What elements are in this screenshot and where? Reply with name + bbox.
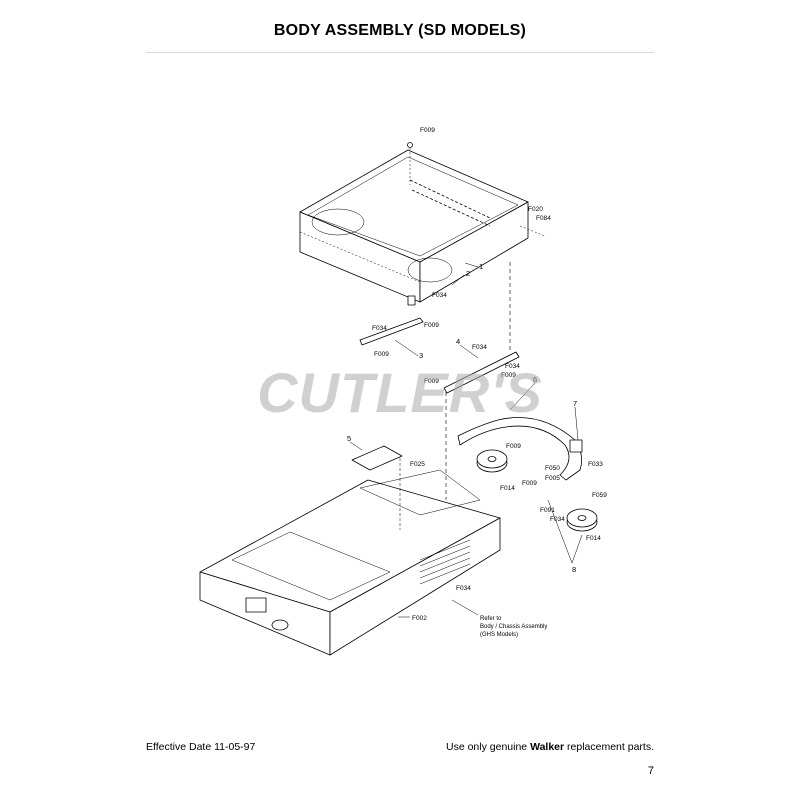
- callout-f034-e: F034: [550, 516, 565, 523]
- pulley-drawing-2: [566, 508, 598, 532]
- effective-date: Effective Date 11-05-97: [146, 741, 256, 753]
- parts-notice: Use only genuine Walker replacement part…: [446, 741, 654, 753]
- callout-f009-e: F009: [424, 378, 439, 385]
- callout-f034-a: F034: [432, 292, 447, 299]
- callout-f091: F091: [540, 507, 555, 514]
- callout-f020: F020: [528, 206, 543, 213]
- bumper-drawing: [407, 295, 416, 306]
- callout-f025: F025: [410, 461, 425, 468]
- bracket-left-drawing: [359, 317, 424, 346]
- callout-part-8: 8: [572, 565, 576, 574]
- page-number: 7: [647, 765, 654, 777]
- parts-notice-suffix: replacement parts.: [564, 741, 654, 753]
- callout-f033: F033: [588, 461, 603, 468]
- chassis-body-drawing: [199, 458, 501, 656]
- callout-f009-b: F009: [424, 322, 439, 329]
- cover-plate-drawing: [351, 445, 403, 471]
- callout-f034-f: F034: [456, 585, 471, 592]
- callout-part-4: 4: [456, 337, 460, 346]
- title-divider: [146, 52, 654, 53]
- callout-f005: F005: [545, 475, 560, 482]
- callout-f009-g: F009: [522, 480, 537, 487]
- page-title: BODY ASSEMBLY (SD MODELS): [273, 22, 527, 39]
- pulley-drawing-1: [476, 449, 508, 473]
- callout-f002: F002: [412, 615, 427, 622]
- bracket-right-drawing: [443, 351, 520, 394]
- belt-guard-drawing: [457, 417, 583, 481]
- reference-note-line-2: Body / Chassis Assembly: [480, 624, 547, 630]
- catcher-box-drawing: [299, 142, 546, 303]
- watermark-logo: CUTLER'S: [257, 361, 543, 424]
- callout-f009-c: F009: [374, 351, 389, 358]
- callout-f059: F059: [592, 492, 607, 499]
- callout-f014-b: F014: [586, 535, 601, 542]
- callout-part-3: 3: [419, 351, 423, 360]
- callout-f034-b: F034: [372, 325, 387, 332]
- reference-note-line-1: Refer to: [480, 616, 502, 622]
- callout-part-2: 2: [466, 269, 470, 278]
- callout-f009-f: F009: [506, 443, 521, 450]
- callout-f034-c: F034: [472, 344, 487, 351]
- parts-notice-brand: Walker: [530, 741, 565, 753]
- reference-note: Refer to Body / Chassis Assembly (GHS Mo…: [480, 616, 547, 638]
- callout-f084: F084: [536, 215, 551, 222]
- callout-f050: F050: [545, 465, 560, 472]
- callout-part-6: 6: [533, 375, 537, 384]
- callout-part-7: 7: [573, 399, 577, 408]
- callout-f034-d: F034: [505, 363, 520, 370]
- callout-part-5: 5: [347, 434, 351, 443]
- callout-part-1: 1: [479, 262, 483, 271]
- reference-note-line-3: (GHS Models): [480, 632, 518, 638]
- callout-f009-top: F009: [420, 127, 435, 134]
- mount-bracket-drawing: [569, 439, 583, 453]
- parts-notice-prefix: Use only genuine: [446, 741, 531, 753]
- callout-f009-d: F009: [501, 372, 516, 379]
- callout-f014-a: F014: [500, 485, 515, 492]
